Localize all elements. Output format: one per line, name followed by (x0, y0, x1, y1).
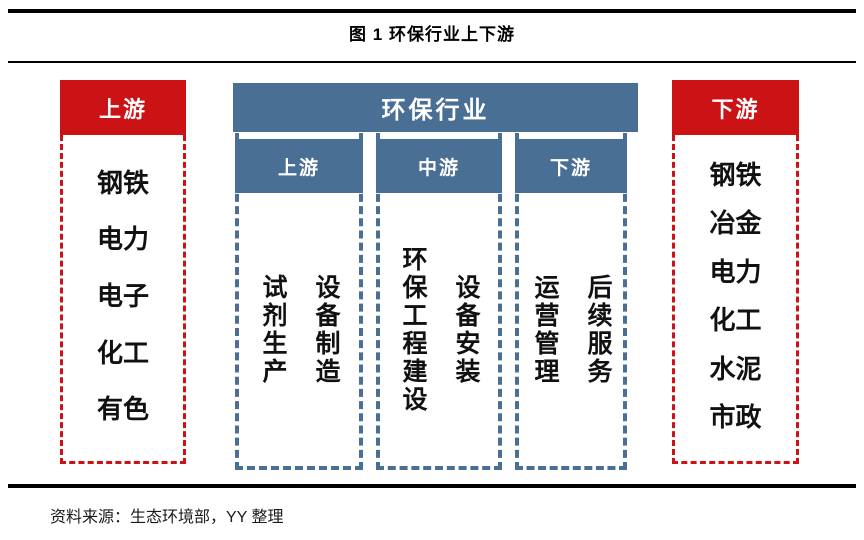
figure-title: 图 1 环保行业上下游 (349, 25, 515, 44)
segment-activity: 运营管理 (531, 273, 559, 386)
downstream-box: 钢铁 冶金 电力 化工 水泥 市政 (672, 135, 799, 464)
bottom-divider-line (8, 484, 856, 488)
segment-activity: 设备制造 (312, 273, 340, 386)
segment-label: 上游 (235, 139, 363, 193)
industry-segment-midstream: 中游 环保工程建设 设备安装 (376, 133, 502, 470)
downstream-item: 冶金 (709, 208, 762, 239)
downstream-header: 下游 (672, 80, 799, 135)
segment-content: 运营管理 后续服务 (519, 193, 623, 466)
downstream-item: 电力 (709, 256, 762, 287)
segment-content: 试剂生产 设备制造 (239, 193, 359, 466)
upstream-item: 电力 (96, 224, 149, 255)
upstream-box: 钢铁 电力 电子 化工 有色 (60, 135, 186, 464)
source-note: 资料来源：生态环境部，YY 整理 (50, 509, 284, 526)
downstream-item: 水泥 (709, 353, 762, 384)
segment-activity: 后续服务 (584, 273, 612, 386)
top-divider-line (8, 9, 856, 13)
segment-activity: 试剂生产 (259, 273, 287, 386)
segment-label: 中游 (376, 139, 502, 193)
industry-header: 环保行业 (233, 83, 638, 132)
upstream-header: 上游 (60, 80, 186, 135)
segment-activity: 环保工程建设 (399, 245, 427, 414)
industry-segment-downstream: 下游 运营管理 后续服务 (515, 133, 627, 470)
upstream-item: 钢铁 (96, 167, 149, 198)
segment-content: 环保工程建设 设备安装 (380, 193, 498, 466)
upstream-item: 有色 (96, 394, 149, 425)
title-underline (8, 61, 856, 63)
downstream-item: 钢铁 (709, 159, 762, 190)
segment-label: 下游 (515, 139, 627, 193)
downstream-item: 化工 (709, 305, 762, 336)
downstream-item: 市政 (709, 402, 762, 433)
upstream-item: 电子 (96, 280, 149, 311)
upstream-item: 化工 (96, 337, 149, 368)
industry-segment-upstream: 上游 试剂生产 设备制造 (235, 133, 363, 470)
segment-activity: 设备安装 (452, 273, 480, 386)
